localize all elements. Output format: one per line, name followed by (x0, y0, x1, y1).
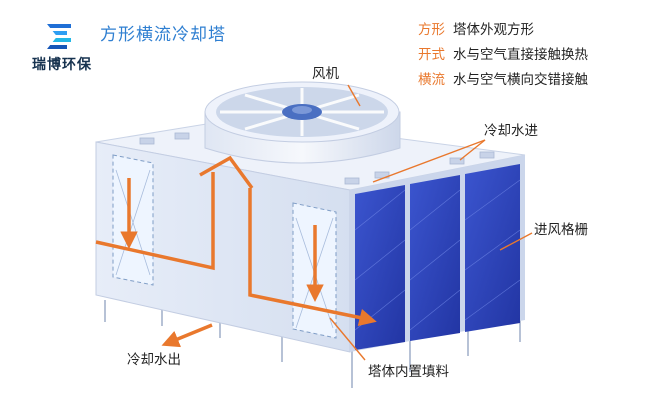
feature-legend: 方形塔体外观方形 开式水与空气直接接触换热 横流水与空气横向交错接触 (418, 18, 588, 93)
legend-key: 方形 (418, 22, 445, 38)
water-flow-arrows (95, 155, 377, 348)
brand-logo-icon (47, 24, 71, 49)
legend-desc: 塔体外观方形 (453, 22, 534, 38)
water-distribution-vents (139, 132, 495, 185)
fill-media-left (112, 154, 154, 286)
legend-desc: 水与空气横向交错接触 (453, 72, 588, 88)
legend-row-shape: 方形塔体外观方形 (418, 18, 588, 43)
label-fan: 风机 (312, 66, 339, 82)
label-water-out: 冷却水出 (127, 352, 181, 368)
diagram-title: 方形横流冷却塔 (100, 25, 226, 45)
fan-icon (220, 88, 384, 136)
legend-desc: 水与空气直接接触换热 (453, 47, 588, 63)
callout-leaders (329, 84, 533, 361)
legend-key: 开式 (418, 47, 445, 63)
label-air-louver: 进风格栅 (534, 222, 588, 238)
brand-name: 瑞博环保 (32, 57, 92, 73)
air-inlet-louver (354, 164, 521, 350)
label-water-in: 冷却水进 (484, 123, 538, 139)
label-fill: 塔体内置填料 (368, 364, 449, 380)
legend-row-crossflow: 横流水与空气横向交错接触 (418, 68, 588, 93)
legend-key: 横流 (418, 72, 445, 88)
legend-row-open: 开式水与空气直接接触换热 (418, 43, 588, 68)
